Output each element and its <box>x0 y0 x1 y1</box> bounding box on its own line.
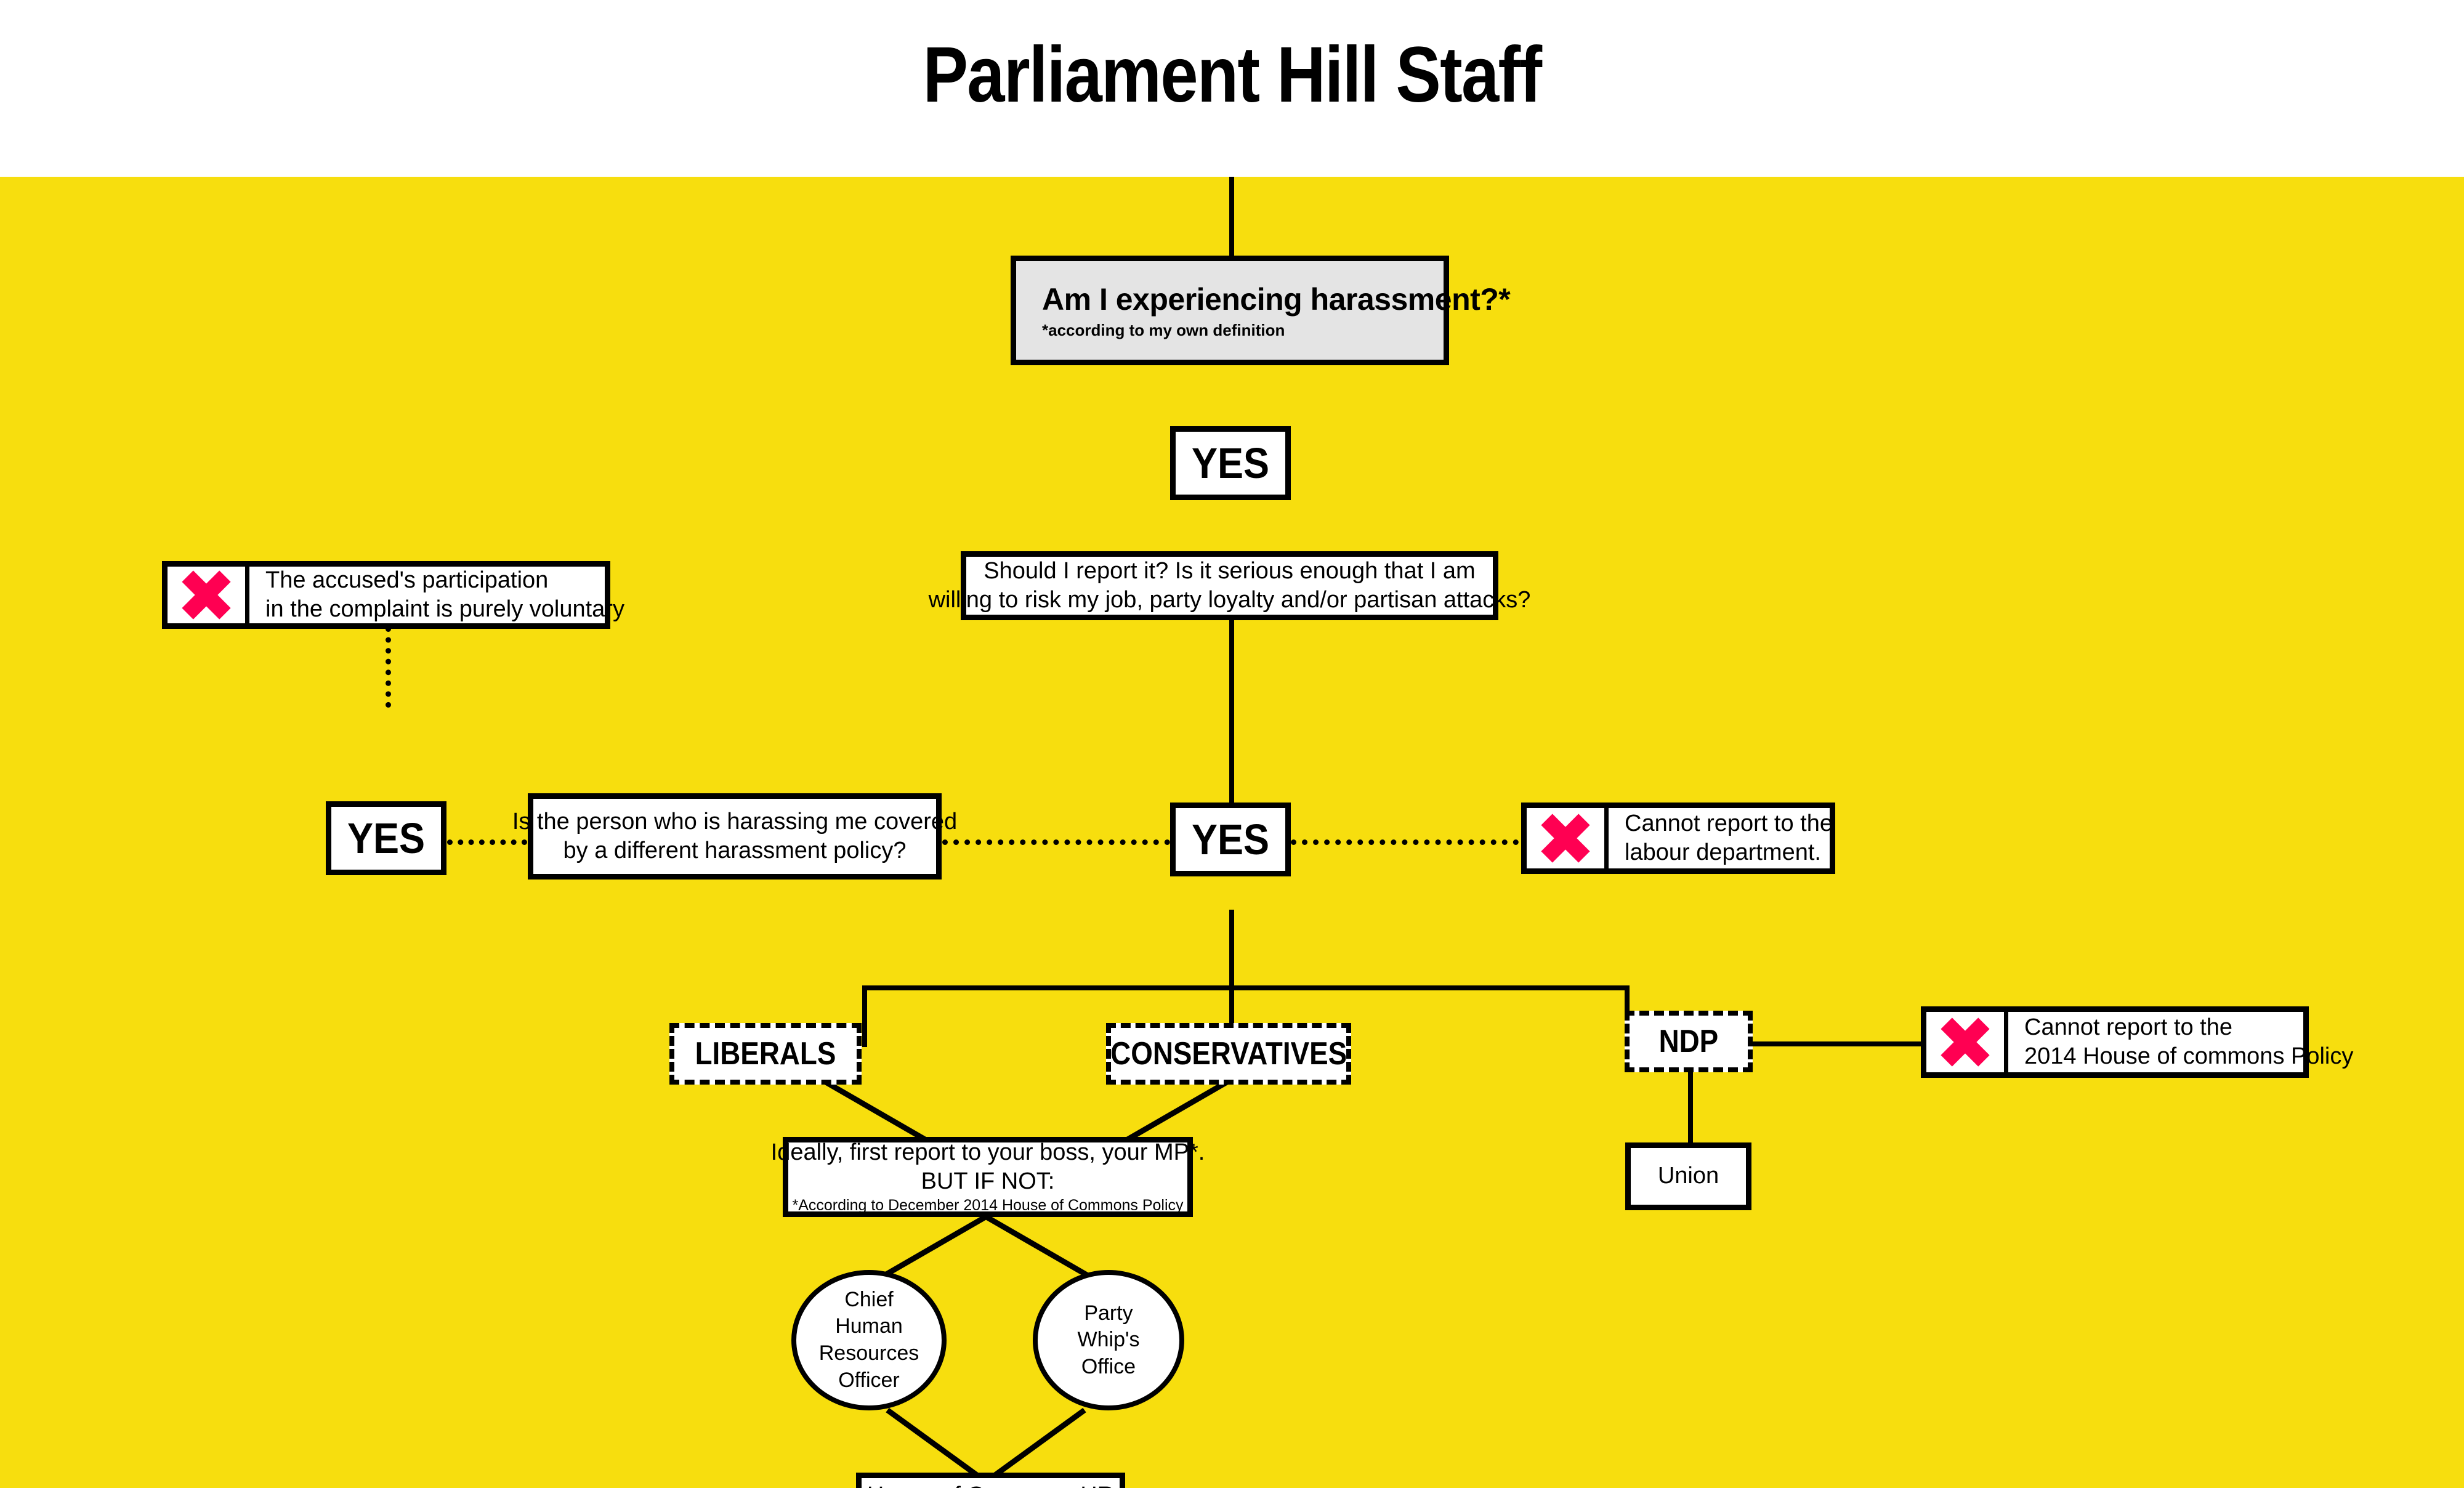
start-question-heading: Am I experiencing harassment?* <box>1042 282 1511 317</box>
node-accused-note[interactable]: The accused's participation in the compl… <box>162 561 624 629</box>
node-yes-2[interactable]: YES <box>1170 803 1291 876</box>
whip-line1: Party <box>1084 1301 1133 1325</box>
connector-policy-to-yes2-dotted <box>942 839 1170 845</box>
node-union[interactable]: Union <box>1625 1142 1751 1210</box>
chro-line4: Officer <box>838 1368 900 1392</box>
x-mark-icon <box>182 571 230 619</box>
commons-hr-title: House of Commons HR <box>862 1478 1120 1488</box>
party-liberals-label: LIBERALS <box>695 1036 836 1072</box>
commons-policy-line2: 2014 House of commons Policy <box>2024 1043 2354 1069</box>
node-report-question[interactable]: Should I report it? Is it serious enough… <box>929 551 1530 620</box>
connector-report-to-yes2 <box>1229 620 1234 867</box>
connector-bus-to-liberals <box>862 985 867 1047</box>
connector-ndp-to-commons-policy <box>1753 1041 1923 1046</box>
node-whip-circle[interactable]: Party Whip's Office <box>1033 1270 1184 1410</box>
x-mark-icon <box>1541 814 1589 862</box>
instruction-note: *According to December 2014 House of Com… <box>792 1197 1184 1215</box>
flowchart-canvas: Am I experiencing harassment?* *accordin… <box>0 177 2464 1488</box>
node-commons-hr[interactable]: House of Commons HR December 2014 Policy <box>856 1473 1125 1488</box>
chro-line1: Chief <box>844 1287 894 1311</box>
yes-3-label: YES <box>347 814 426 862</box>
report-question-line2: willing to risk my job, party loyalty an… <box>928 587 1531 613</box>
node-yes-1[interactable]: YES <box>1170 426 1291 500</box>
whip-line3: Office <box>1081 1354 1136 1378</box>
party-conservatives-label: CONSERVATIVES <box>1110 1036 1347 1072</box>
instruction-line2: BUT IF NOT: <box>921 1168 1055 1195</box>
connector-accused-to-yes3-dotted <box>386 626 391 708</box>
node-labour-department-note[interactable]: Cannot report to the labour department. <box>1521 803 1835 874</box>
labour-note-line1: Cannot report to the <box>1625 810 1833 836</box>
node-start-question[interactable]: Am I experiencing harassment?* *accordin… <box>1011 256 1511 365</box>
connector-chro-to-commons-hr <box>886 1407 982 1479</box>
accused-note-icon-cell <box>168 567 249 623</box>
node-commons-policy-note[interactable]: Cannot report to the 2014 House of commo… <box>1921 1006 2353 1078</box>
x-mark-icon <box>1941 1018 1989 1066</box>
report-question-line1: Should I report it? Is it serious enough… <box>984 557 1476 584</box>
accused-note-text: The accused's participation in the compl… <box>249 567 633 623</box>
labour-note-line2: labour department. <box>1625 839 1821 865</box>
title-band: Parliament Hill Staff <box>0 0 2464 177</box>
connector-whip-to-commons-hr <box>990 1407 1086 1479</box>
connector-yes2-to-labour-dotted <box>1291 839 1519 845</box>
whip-line2: Whip's <box>1077 1328 1140 1352</box>
commons-policy-icon-cell <box>1926 1012 2008 1072</box>
instruction-line1: Ideally, first report to your boss, your… <box>770 1139 1205 1166</box>
commons-policy-text: Cannot report to the 2014 House of commo… <box>2008 1012 2362 1072</box>
page-title: Parliament Hill Staff <box>923 31 1543 119</box>
node-boss-mp-instruction-box[interactable]: Ideally, first report to your boss, your… <box>771 1137 1205 1217</box>
accused-note-line2: in the complaint is purely voluntary <box>265 596 624 622</box>
connector-yes3-to-policy-dotted <box>447 839 527 845</box>
node-party-liberals[interactable]: LIBERALS <box>669 1023 862 1085</box>
connector-yes2-down <box>1229 910 1234 990</box>
node-yes-3[interactable]: YES <box>326 801 446 875</box>
connector-party-bus-bar <box>862 985 1630 990</box>
connector-bus-to-conservatives <box>1229 985 1234 1047</box>
node-different-policy-question[interactable]: Is the person who is harassing me covere… <box>512 793 957 879</box>
accused-note-line1: The accused's participation <box>265 567 549 593</box>
start-question-note: *according to my own definition <box>1042 321 1285 340</box>
node-party-ndp[interactable]: NDP <box>1625 1011 1753 1072</box>
yes-1-label: YES <box>1191 439 1270 487</box>
different-policy-line2: by a different harassment policy? <box>563 838 907 863</box>
yes-2-label: YES <box>1191 815 1270 863</box>
connector-instruction-to-chro <box>883 1214 988 1278</box>
commons-policy-line1: Cannot report to the <box>2024 1014 2232 1040</box>
different-policy-line1: Is the person who is harassing me covere… <box>512 808 958 835</box>
union-label: Union <box>1657 1163 1719 1189</box>
labour-note-text: Cannot report to the labour department. <box>1609 808 1841 868</box>
chro-line2: Human <box>835 1314 903 1338</box>
labour-note-icon-cell <box>1527 808 1609 868</box>
connector-ndp-to-union <box>1688 1070 1693 1142</box>
connector-instruction-to-whip <box>984 1214 1089 1278</box>
node-party-conservatives[interactable]: CONSERVATIVES <box>1106 1023 1351 1085</box>
node-chro-circle[interactable]: Chief Human Resources Officer <box>791 1270 947 1410</box>
party-ndp-label: NDP <box>1658 1024 1719 1059</box>
chro-line3: Resources <box>818 1341 919 1365</box>
